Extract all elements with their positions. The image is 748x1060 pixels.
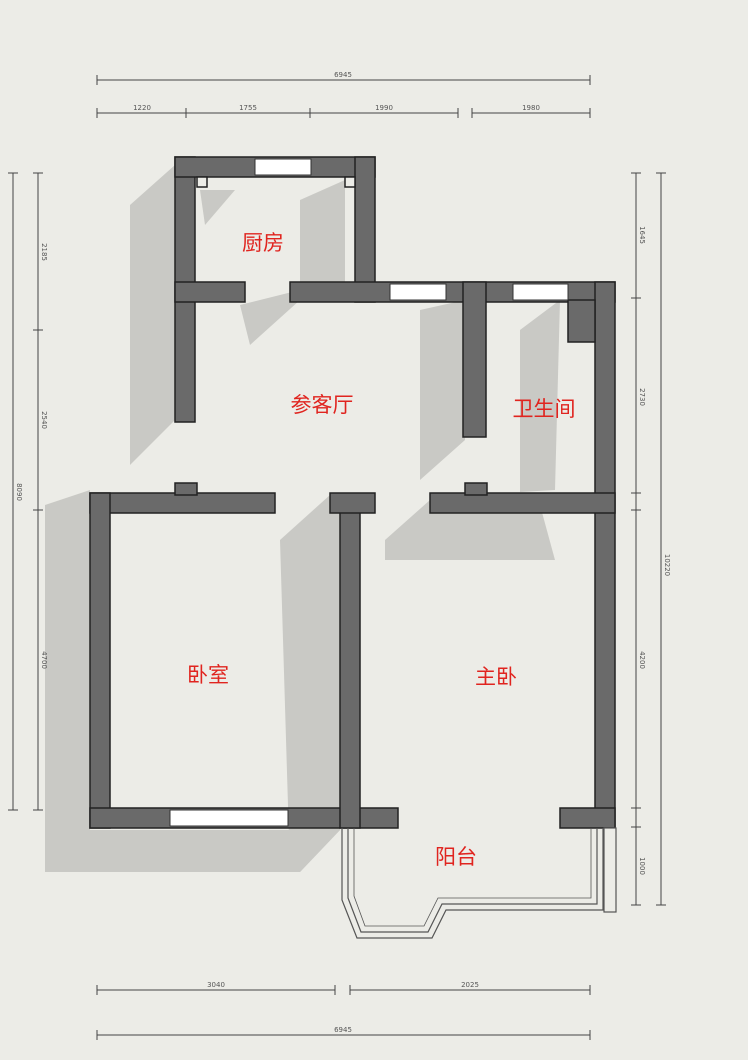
dim-right-1: 1645 xyxy=(638,226,646,244)
dim-right-2: 2730 xyxy=(638,388,646,406)
wall-bath-right xyxy=(594,281,616,828)
dim-left-total: 8090 xyxy=(15,483,23,501)
dim-top-3: 1990 xyxy=(375,104,393,112)
dim-top-total: 6945 xyxy=(334,71,352,79)
wall-shadows xyxy=(45,165,560,872)
balcony-post xyxy=(603,827,617,913)
dim-bottom-1: 3040 xyxy=(207,981,225,989)
dim-right-4: 1000 xyxy=(638,857,646,875)
window-living xyxy=(389,283,447,301)
room-labels: 厨房 参客厅 卫生间 卧室 主卧 阳台 xyxy=(187,231,576,869)
dimension-texts: 6945 1220 1755 1990 1980 3040 2025 6945 … xyxy=(15,71,671,1034)
dim-left-3: 4700 xyxy=(40,651,48,669)
wall-bath-bottom xyxy=(429,492,616,514)
wall-bath-left xyxy=(462,281,487,438)
room-label-bathroom: 卫生间 xyxy=(513,397,576,421)
wall-center xyxy=(339,502,361,829)
dim-left-1: 2185 xyxy=(40,243,48,261)
window-kitchen xyxy=(254,158,312,176)
wall-bath-nub xyxy=(464,482,488,496)
kitchen-corner-mark-left xyxy=(196,176,208,188)
window-bedroom xyxy=(169,809,289,827)
dim-top-4: 1980 xyxy=(522,104,540,112)
dim-bottom-2: 2025 xyxy=(461,981,479,989)
room-label-master-bedroom: 主卧 xyxy=(475,665,517,689)
dim-left-2: 2540 xyxy=(40,411,48,429)
wall-bedroom-left xyxy=(89,492,111,829)
room-label-living: 参客厅 xyxy=(291,393,354,417)
wall-center-cap xyxy=(329,492,376,514)
dim-right-3: 4200 xyxy=(638,651,646,669)
wall-bedroom-nub xyxy=(174,482,198,496)
dimension-lines xyxy=(8,75,666,1040)
kitchen-corner-mark-right xyxy=(344,176,356,188)
dim-bottom-total: 6945 xyxy=(334,1026,352,1034)
room-label-bedroom: 卧室 xyxy=(187,663,229,687)
dim-right-outer: 10220 xyxy=(663,554,671,576)
dim-top-1: 1220 xyxy=(133,104,151,112)
room-label-balcony: 阳台 xyxy=(435,845,477,869)
wall-kitchen-stub xyxy=(174,281,246,303)
balcony-railing xyxy=(341,827,617,939)
bath-fixture xyxy=(567,299,596,343)
window-bath xyxy=(512,283,569,301)
windows xyxy=(169,158,569,827)
room-label-kitchen: 厨房 xyxy=(242,231,284,255)
dim-top-2: 1755 xyxy=(239,104,257,112)
wall-kitchen-right xyxy=(354,156,376,303)
wall-bedroom-top xyxy=(89,492,276,514)
wall-master-stub xyxy=(559,807,616,829)
